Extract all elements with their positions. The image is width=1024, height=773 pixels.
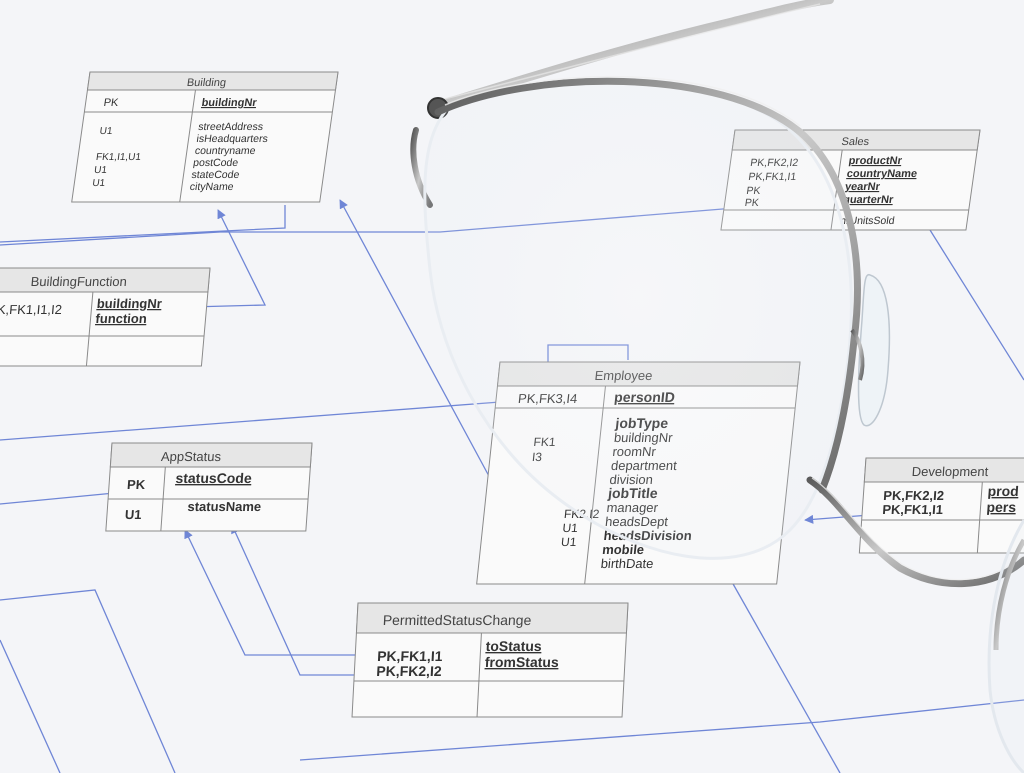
relation-line [299, 699, 1024, 761]
entity-title: PermittedStatusChange [382, 612, 532, 628]
field: streetAddress [197, 121, 263, 133]
key-label: PK,FK1,I1 [748, 171, 798, 183]
field: isHeadquarters [196, 133, 269, 145]
field: buildingNr [613, 430, 674, 445]
pk-field: toStatus [485, 638, 542, 654]
field: manager [606, 500, 659, 515]
relation-line [184, 529, 360, 656]
key-label: U1 [124, 507, 142, 522]
pk-field: pers [986, 499, 1017, 515]
entity-permitted-status-change: PermittedStatusChange PK,FK1,I1 PK,FK2,I… [351, 602, 629, 718]
field: jobType [614, 415, 669, 431]
entity-app-status: AppStatus PK statusCode U1 statusName [105, 442, 313, 532]
relation-line [0, 589, 176, 773]
entity-title: Building [186, 77, 227, 89]
key-label: PK,FK2,I2 [883, 488, 945, 503]
relation-line [189, 209, 267, 308]
relation-line [0, 488, 126, 505]
field: countryname [194, 145, 256, 157]
entity-title: AppStatus [161, 449, 222, 464]
field: stateCode [191, 169, 241, 181]
entity-sales: Sales PK,FK2,I2 PK,FK1,I1 PK PK productN… [720, 129, 981, 231]
key-label: U1 [562, 521, 579, 535]
key-label: PK,FK1,I1 [377, 648, 443, 664]
field: jobTitle [606, 485, 658, 501]
pk-field: prod [987, 483, 1019, 499]
field: roomNr [612, 444, 658, 459]
key-label: FK1,I1,U1 [95, 152, 142, 163]
pk-field: countryName [846, 168, 918, 180]
pk-field: productNr [848, 155, 904, 167]
key-label: PK [744, 197, 760, 209]
field: mobile [602, 542, 645, 557]
entity-employee: Employee PK,FK3,I4 personID FK1 I3 FK2,I… [476, 361, 801, 585]
entity-title: Development [911, 464, 989, 479]
entity-building-function: BuildingFunction PK,FK1,I1,I2 buildingNr… [0, 267, 211, 367]
relation-line [0, 401, 501, 441]
pk-field: function [95, 311, 148, 326]
relation-line [0, 205, 286, 243]
relationship-lines [0, 199, 1024, 773]
key-label: I3 [531, 450, 543, 464]
field: statusName [187, 499, 262, 514]
key-label: PK,FK3,I4 [517, 391, 578, 406]
key-label: PK,FK2,I2 [750, 157, 800, 169]
key-label: U1 [560, 535, 577, 549]
key-label: PK,FK2,I2 [376, 663, 442, 679]
key-label: PK [746, 185, 762, 197]
field: birthDate [600, 556, 654, 571]
field: department [610, 458, 678, 473]
pk-field: statusCode [175, 470, 252, 486]
pk-field: yearNr [844, 181, 881, 193]
field: postCode [192, 157, 239, 169]
pk-field: quarterNr [842, 194, 894, 206]
relation-line [231, 524, 360, 676]
entity-title: Sales [841, 136, 871, 148]
key-label: FK2,I2 [563, 507, 600, 521]
key-label: U1 [99, 126, 114, 137]
pk-field: buildingNr [96, 296, 162, 311]
entity-development: Development PK,FK2,I2 PK,FK1,I1 prod per… [858, 457, 1024, 554]
entity-title: BuildingFunction [30, 274, 127, 289]
pk-field: fromStatus [484, 654, 559, 670]
key-label: PK,FK1,I1 [882, 502, 944, 517]
key-label: U1 [93, 165, 108, 176]
field: nrUnitsSold [839, 215, 895, 227]
field: cityName [189, 181, 235, 193]
pk-field: personID [613, 389, 675, 405]
relation-line [929, 229, 1024, 381]
key-label: PK [103, 97, 120, 109]
key-label: PK [127, 477, 147, 492]
field: headsDept [604, 514, 669, 529]
relation-line [727, 574, 841, 773]
key-label: PK,FK1,I1,I2 [0, 302, 63, 317]
relation-line [0, 639, 61, 773]
key-label: FK1 [533, 435, 557, 449]
field: headsDivision [603, 528, 693, 543]
entity-title: Employee [594, 368, 653, 383]
pk-field: buildingNr [201, 97, 258, 109]
key-label: U1 [92, 178, 107, 189]
entity-building: Building PK buildingNr U1 FK1,I1,U1 U1 U… [71, 71, 339, 203]
